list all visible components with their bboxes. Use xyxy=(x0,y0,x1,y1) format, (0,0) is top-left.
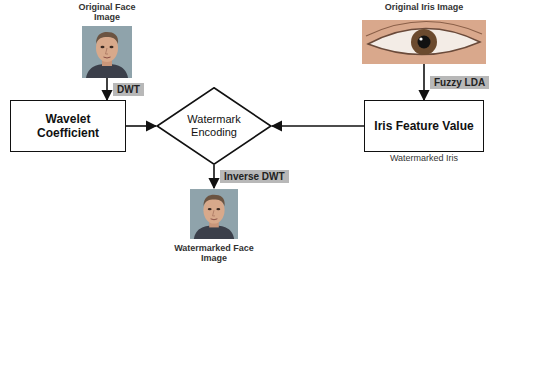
box-label: Wavelet Coefficient xyxy=(11,112,125,140)
process-box: Wavelet Coefficient xyxy=(10,100,126,152)
operation-tag: Fuzzy LDA xyxy=(430,76,489,89)
decision-diamond: Watermark Encoding xyxy=(156,87,272,165)
face-image-node: Original Face Image xyxy=(72,2,142,78)
arrow-connector xyxy=(423,64,425,100)
iris-image-node: Original Iris Image xyxy=(360,2,488,64)
operation-tag: Inverse DWT xyxy=(220,170,289,183)
face-image-node: Watermarked Face Image xyxy=(190,188,238,240)
image-caption: Watermarked Face Image xyxy=(174,243,254,263)
operation-tag: DWT xyxy=(113,83,144,96)
image-caption: Original Face Image xyxy=(75,2,139,22)
arrow-connector xyxy=(213,165,215,188)
arrow-connector xyxy=(272,125,364,127)
diamond-label: Watermark Encoding xyxy=(179,113,249,139)
watermarked-face-photo xyxy=(190,189,238,239)
iris-photo xyxy=(362,20,486,64)
box-label: Iris Feature Value xyxy=(368,119,479,133)
arrow-connector xyxy=(106,78,108,100)
image-caption: Original Iris Image xyxy=(374,2,474,12)
face-photo xyxy=(82,26,132,78)
box-note: Watermarked Iris xyxy=(365,153,483,163)
process-box: Iris Feature ValueWatermarked Iris xyxy=(364,100,484,152)
arrow-connector xyxy=(126,125,156,127)
